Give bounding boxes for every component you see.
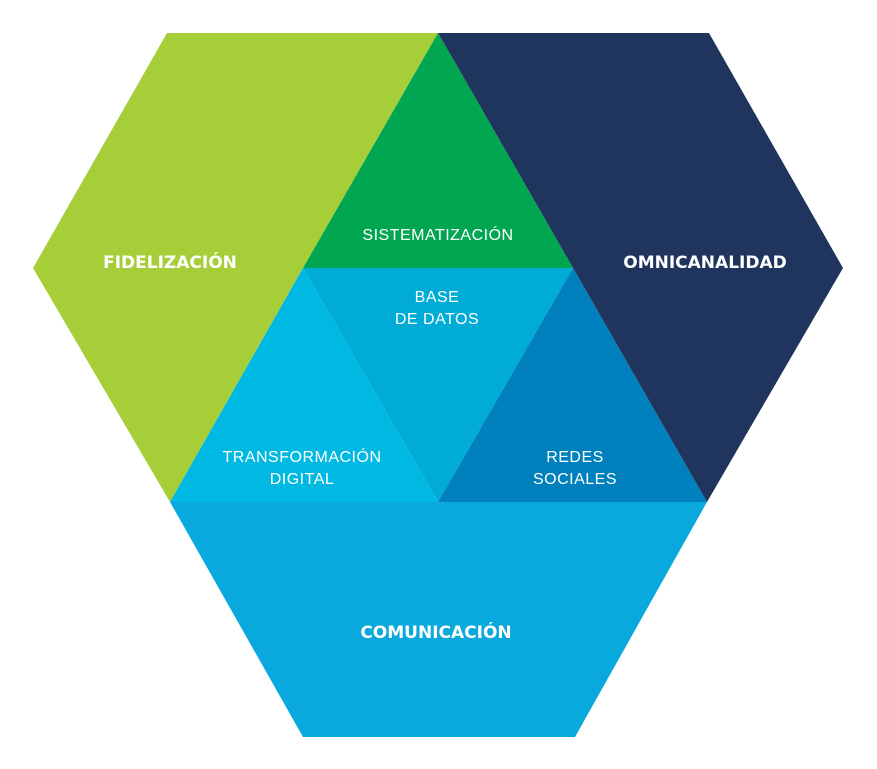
segment-transformacion [170,268,438,502]
label-transformacion-2: DIGITAL [270,471,335,488]
label-omnicanalidad: OMNICANALIDAD [623,253,786,273]
label-sistematizacion: SISTEMATIZACIÓN [362,225,513,244]
segment-comunicacion [170,502,707,737]
label-redes-2: SOCIALES [533,471,617,488]
label-fidelizacion: FIDELIZACIÓN [103,251,237,273]
label-redes-1: REDES [546,449,604,466]
label-comunicacion: COMUNICACIÓN [360,621,511,643]
segment-base-datos [303,268,573,502]
label-transformacion-1: TRANSFORMACIÓN [223,447,382,466]
segment-redes [438,268,707,502]
segment-fidelizacion [33,33,438,502]
label-base-datos-2: DE DATOS [395,311,479,328]
label-base-datos-1: BASE [415,289,460,306]
segment-omnicanalidad [438,33,843,502]
segment-sistematizacion [303,33,573,268]
